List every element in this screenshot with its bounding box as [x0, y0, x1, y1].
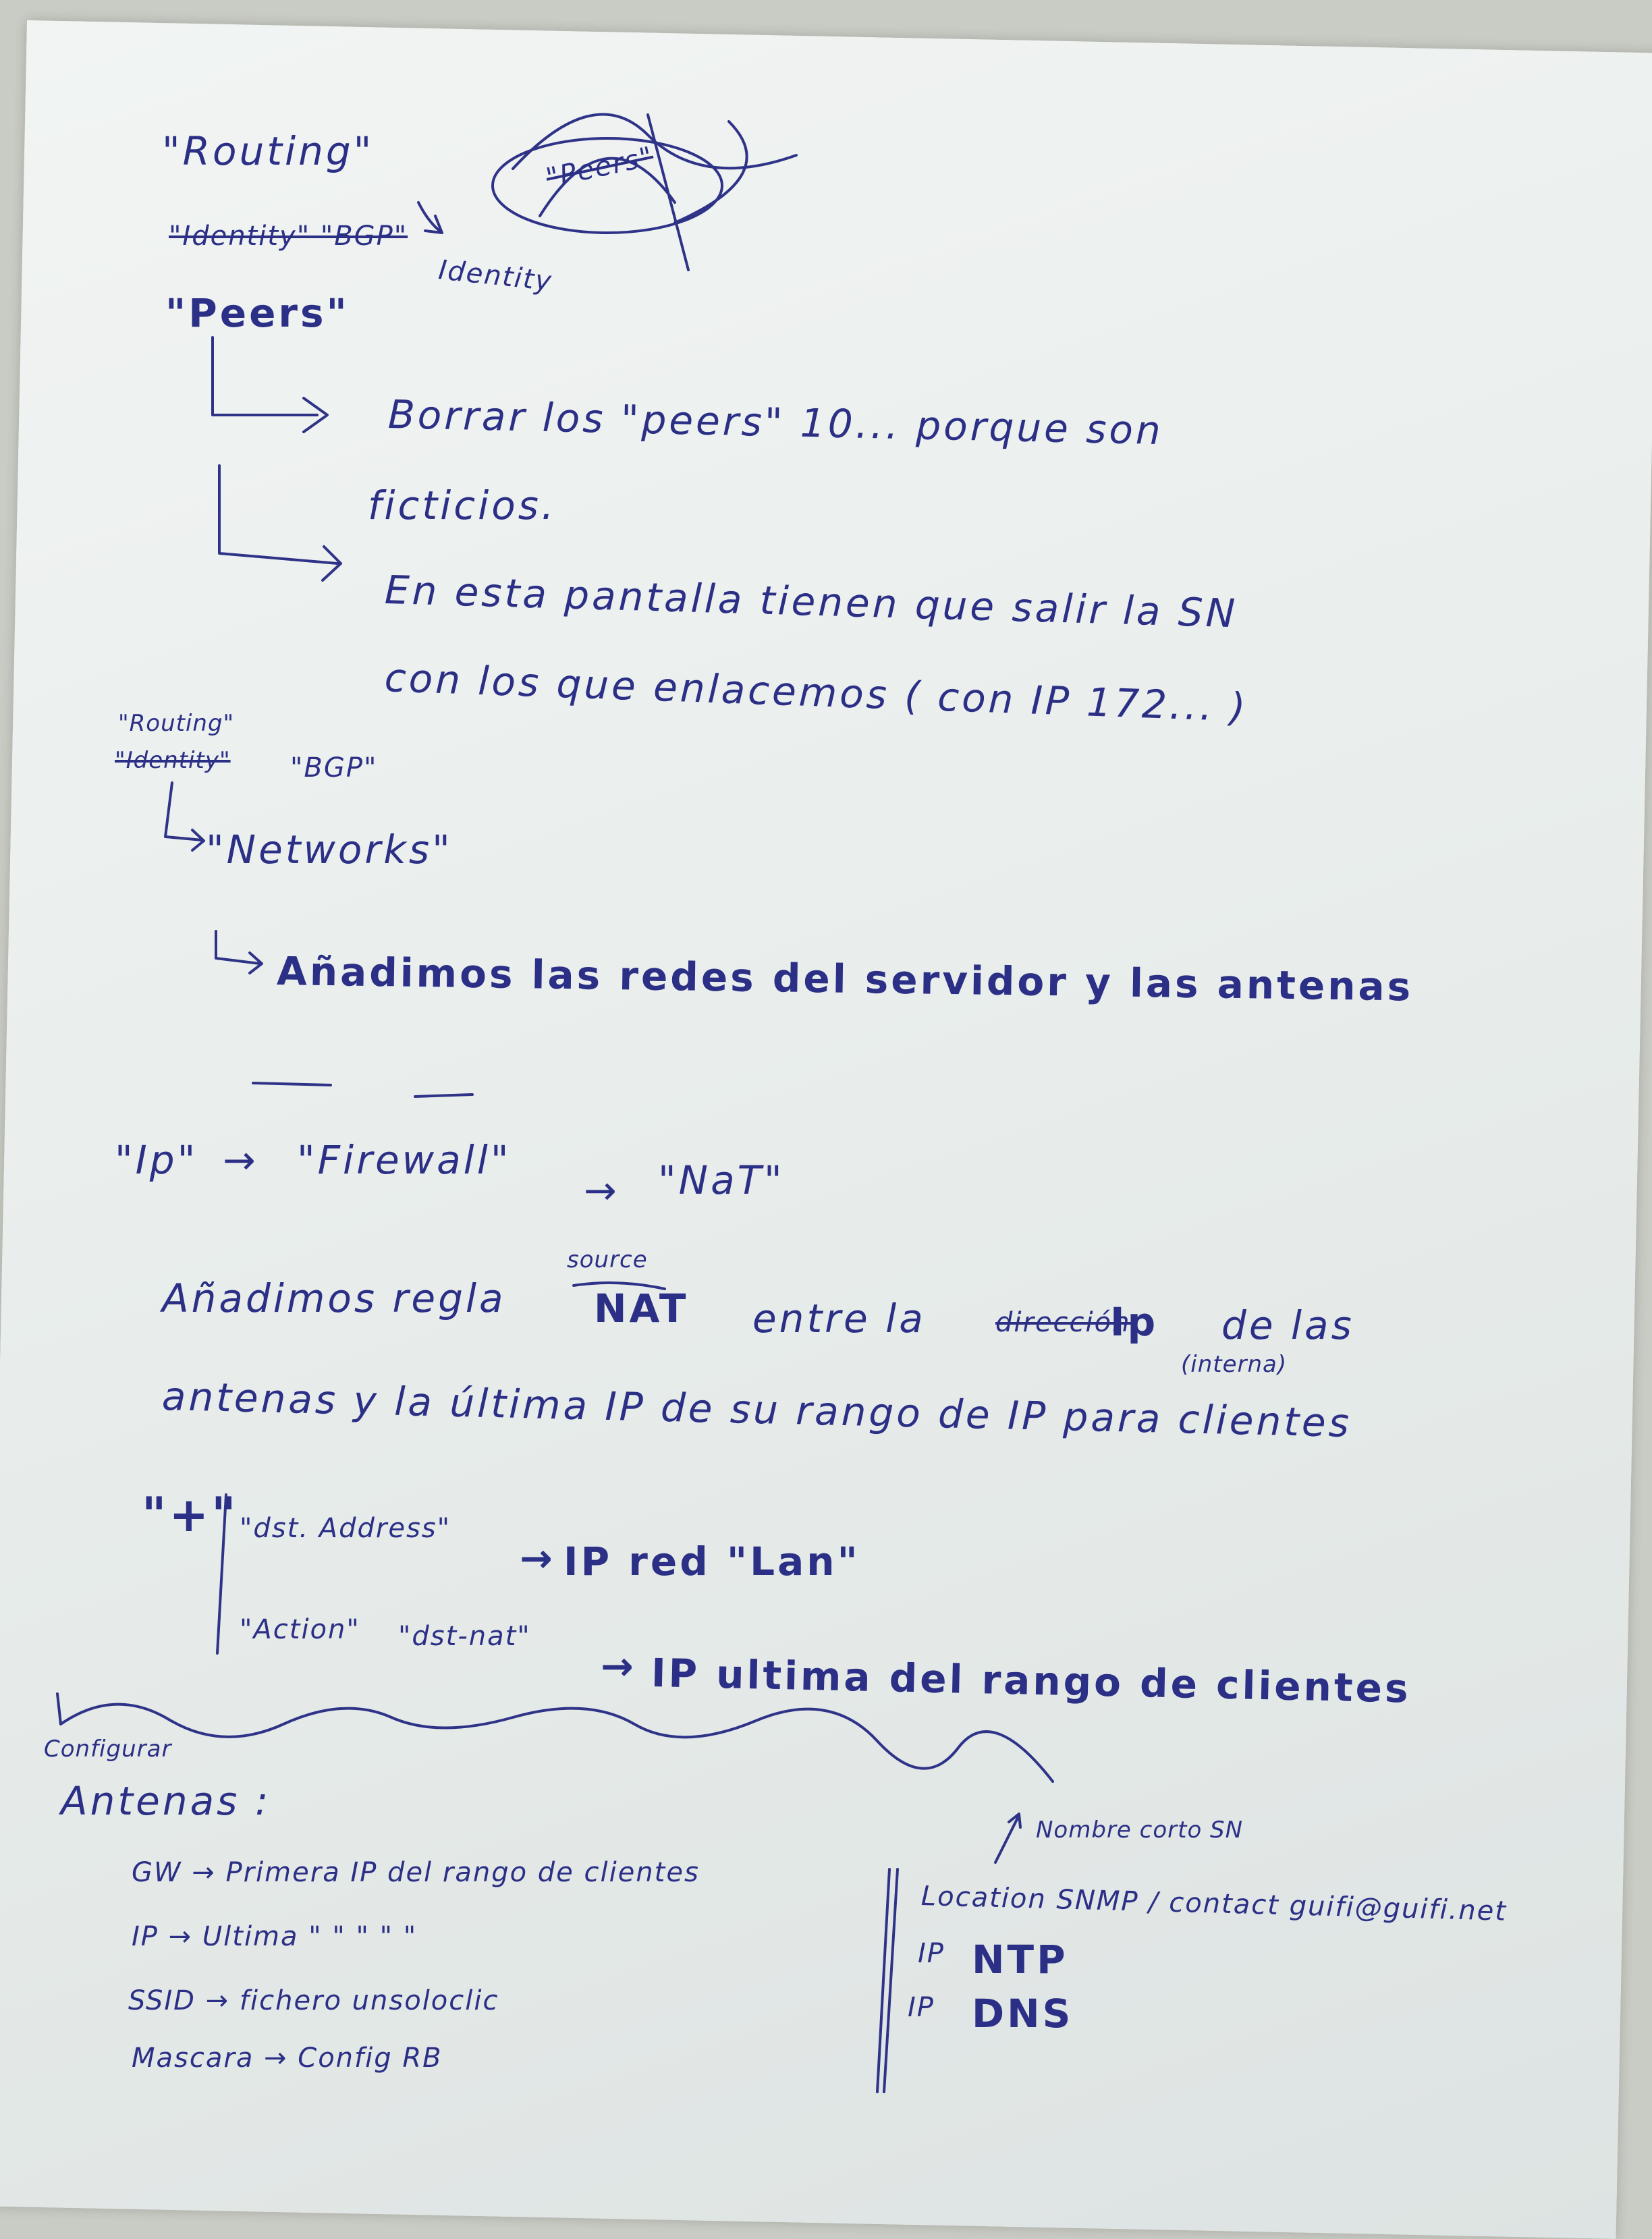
antenas-divider [883, 1868, 899, 2093]
mascara-line: Mascara → Config RB [132, 2043, 443, 2074]
ip-line: IP → Ultima " " " " " [132, 1921, 418, 1952]
action-value: "dst-nat" [398, 1621, 531, 1652]
networks-arrow [164, 781, 205, 852]
ntp-label: NTP [972, 1937, 1068, 1983]
path-ip: "Ip" [115, 1137, 198, 1183]
nombre-arrow [994, 1813, 1022, 1864]
routing-label: "Routing" [162, 128, 375, 174]
dns-ip-label: IP [908, 1992, 935, 2023]
dst-address-value: IP red "Lan" [563, 1539, 860, 1584]
peers-arrow-1 [211, 336, 329, 433]
routing-small-label: "Routing" [118, 710, 235, 737]
action-arrow: → [601, 1643, 636, 1689]
ip-label: Ip [1110, 1299, 1159, 1345]
bgp-crossed-label: "Identity" "BGP" [169, 221, 408, 252]
dst-address-arrow: → [520, 1535, 555, 1581]
scribble-strokes [512, 113, 798, 271]
ntp-ip-label: IP [918, 1938, 945, 1969]
path-arrow-2: → [584, 1167, 620, 1213]
networks-sub-arrow [215, 930, 263, 974]
path-arrow-1: → [223, 1137, 258, 1183]
interna-note: (interna) [1181, 1351, 1288, 1378]
identity-arrow [417, 201, 443, 234]
path-firewall: "Firewall" [297, 1137, 512, 1183]
dash [252, 1082, 332, 1086]
nat-rule-between: entre la [752, 1296, 926, 1342]
peers-label: "Peers" [165, 290, 350, 336]
scribble-ellipse [491, 137, 723, 234]
configurar-label: Configurar [44, 1736, 172, 1763]
source-label: source [567, 1246, 648, 1273]
action-label: "Action" [240, 1614, 360, 1645]
nat-rule-de-las: de las [1221, 1302, 1354, 1348]
nat-label: NAT [594, 1286, 689, 1331]
antenas-title: Antenas : [61, 1778, 271, 1824]
path-nat: "NaT" [658, 1157, 785, 1203]
plus-mark: "+" [142, 1487, 239, 1543]
wavy-divider [56, 1692, 1054, 1783]
gw-line: GW → Primera IP del rango de clientes [132, 1857, 700, 1888]
dns-label: DNS [972, 1991, 1074, 2037]
borrar-peers-line2: ficticios. [368, 482, 557, 528]
antenas-divider [876, 1868, 891, 2093]
peers-arrow-2 [218, 464, 342, 582]
nat-rule-start: Añadimos regla [162, 1275, 506, 1321]
crossed-word: dirección [995, 1307, 1131, 1338]
dst-address-label: "dst. Address" [240, 1513, 451, 1544]
ssid-line: SSID → fichero unsoloclic [128, 1985, 499, 2016]
dash [414, 1093, 474, 1098]
identity-crossed-label: "Identity" [115, 747, 231, 774]
nombre-corto-note: Nombre corto SN [1036, 1817, 1244, 1844]
rule-bar [216, 1493, 227, 1655]
source-brace [572, 1281, 666, 1290]
networks-label: "Networks" [206, 827, 453, 873]
bgp-label: "BGP" [290, 752, 378, 783]
